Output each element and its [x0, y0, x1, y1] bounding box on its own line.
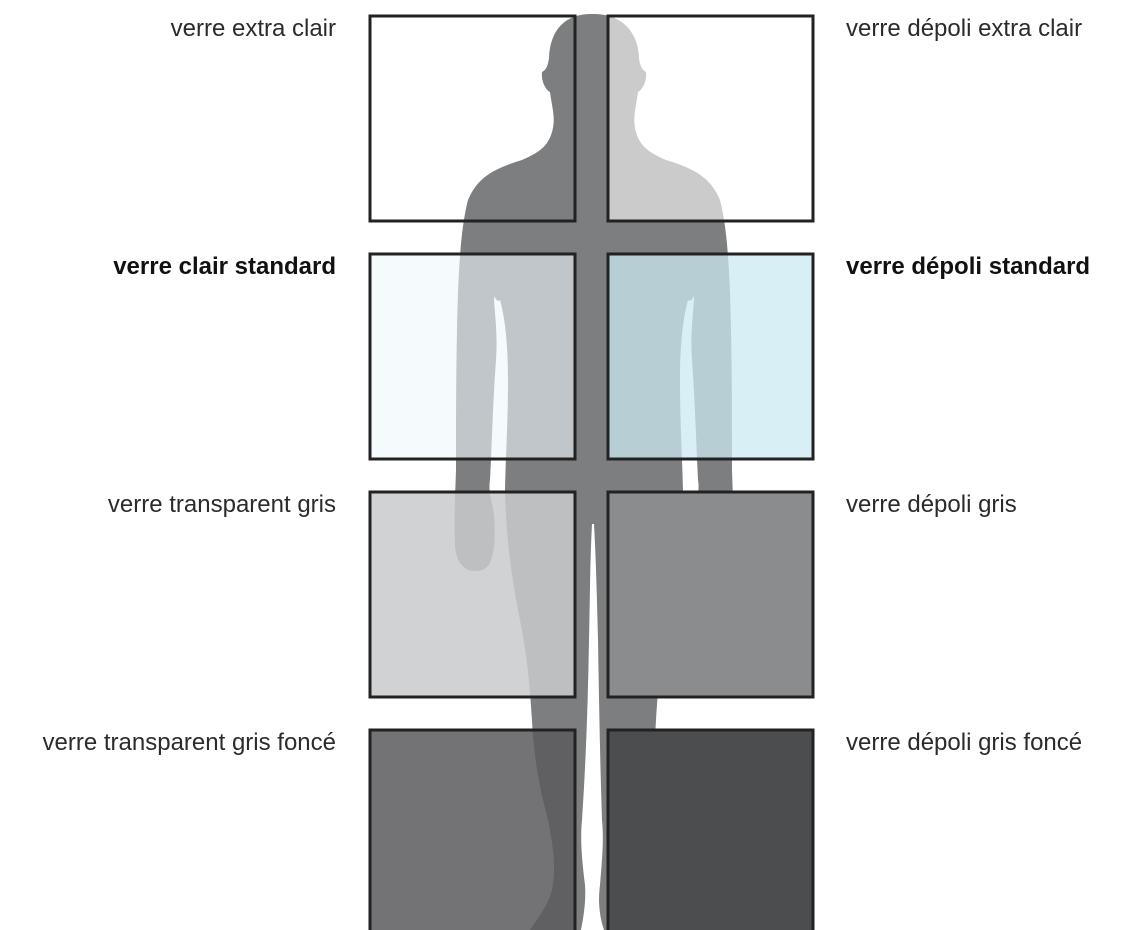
label-verre-transparent-gris: verre transparent gris	[108, 490, 336, 520]
label-verre-depoli-standard: verre dépoli standard	[846, 252, 1090, 282]
label-verre-depoli-gris: verre dépoli gris	[846, 490, 1017, 520]
left-glass-pane-4	[370, 730, 575, 930]
label-verre-depoli-extra-clair: verre dépoli extra clair	[846, 14, 1082, 44]
right-glass-pane-3	[608, 492, 813, 697]
right-glass-pane-1	[608, 16, 813, 221]
label-verre-transparent-gris-fonce: verre transparent gris foncé	[43, 728, 336, 758]
label-verre-depoli-gris-fonce: verre dépoli gris foncé	[846, 728, 1082, 758]
left-glass-pane-2	[370, 254, 575, 459]
left-glass-pane-1	[370, 16, 575, 221]
label-verre-clair-standard: verre clair standard	[113, 252, 336, 282]
right-glass-pane-2	[608, 254, 813, 459]
left-glass-pane-3	[370, 492, 575, 697]
label-verre-extra-clair: verre extra clair	[171, 14, 336, 44]
right-glass-pane-4	[608, 730, 813, 930]
